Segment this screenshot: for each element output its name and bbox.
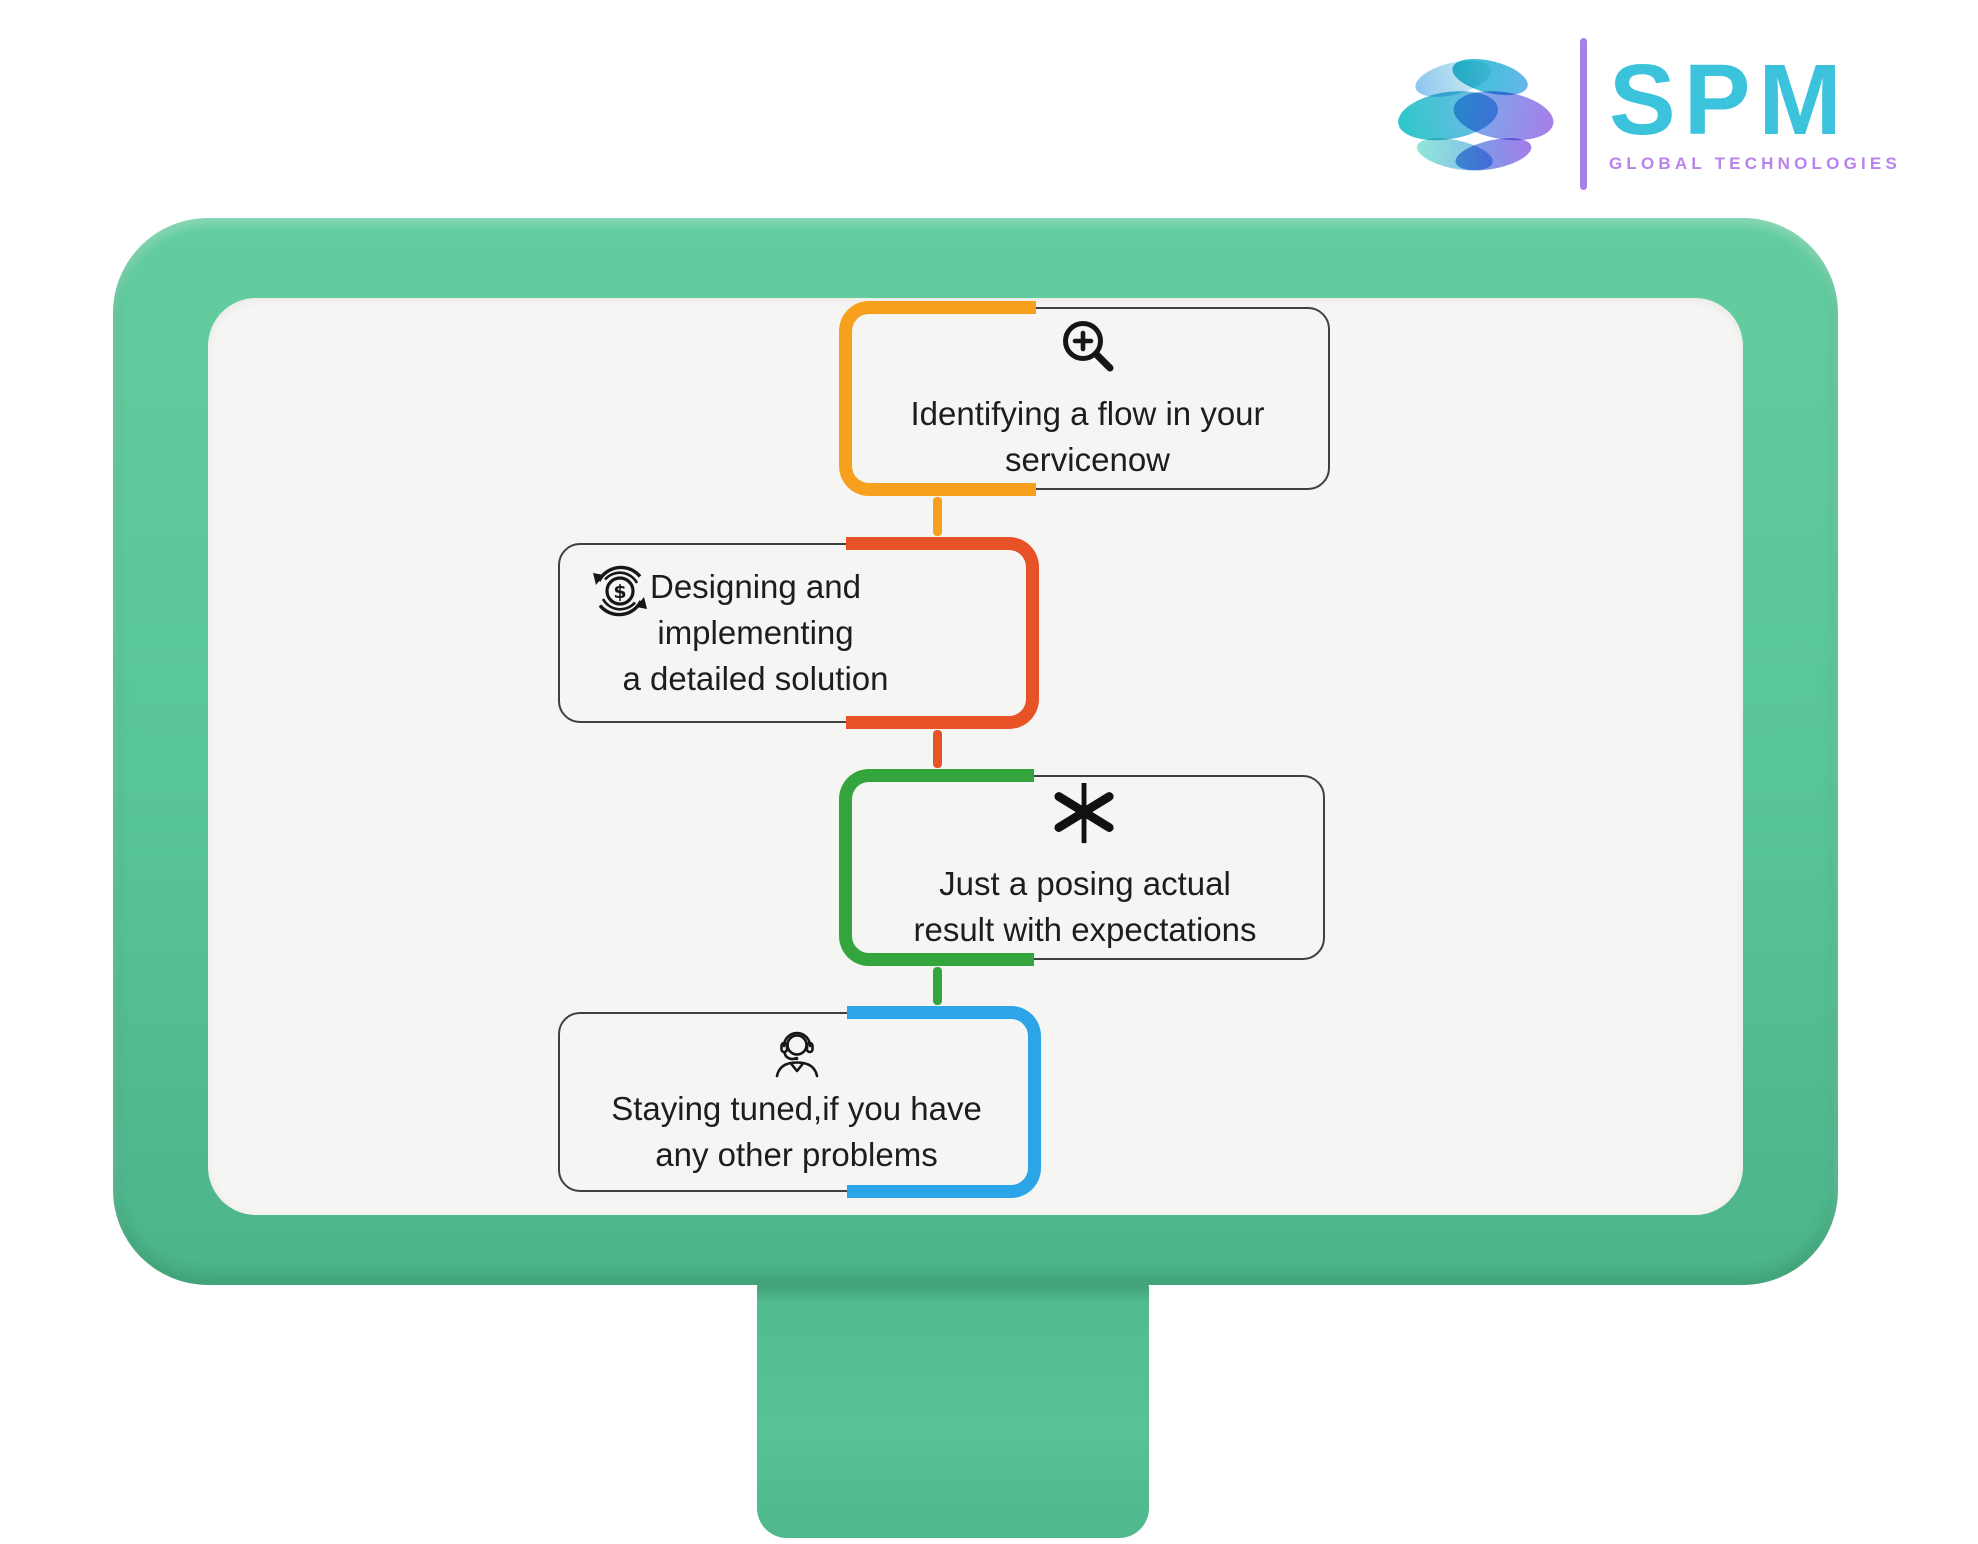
globe-waves-icon [1398, 58, 1554, 170]
svg-text:$: $ [613, 581, 626, 603]
step-compare-results: Just a posing actual result with expecta… [839, 769, 1325, 966]
step1-label: Identifying a flow in your servicenow [910, 395, 1265, 478]
logo-text: SPM GLOBAL TECHNOLOGIES [1609, 44, 1901, 174]
connector-step2-step3 [933, 730, 942, 768]
monitor-stand [757, 1272, 1149, 1538]
connector-step1-step2 [933, 497, 942, 536]
asterisk-icon [1054, 782, 1114, 844]
logo-tagline-text: GLOBAL TECHNOLOGIES [1609, 154, 1901, 173]
brand-logo: SPM GLOBAL TECHNOLOGIES [1396, 26, 1901, 201]
connector-step3-step4 [933, 967, 942, 1005]
logo-divider-bar [1580, 37, 1587, 190]
step2-label: Designing and implementing a detailed so… [622, 568, 889, 697]
currency-cycle-icon: $ [593, 565, 647, 617]
step-identify-flow: Identifying a flow in your servicenow [839, 301, 1330, 496]
step-stay-tuned: Staying tuned,if you have any other prob… [558, 1006, 1041, 1198]
step3-label: Just a posing actual result with expecta… [913, 865, 1257, 948]
step-design-implement: $ Designing and implementing a detailed … [558, 537, 1039, 729]
logo-brand-text: SPM [1609, 44, 1850, 156]
step4-label: Staying tuned,if you have any other prob… [611, 1090, 982, 1173]
zoom-in-icon [1062, 321, 1113, 372]
support-agent-icon [775, 1031, 818, 1078]
